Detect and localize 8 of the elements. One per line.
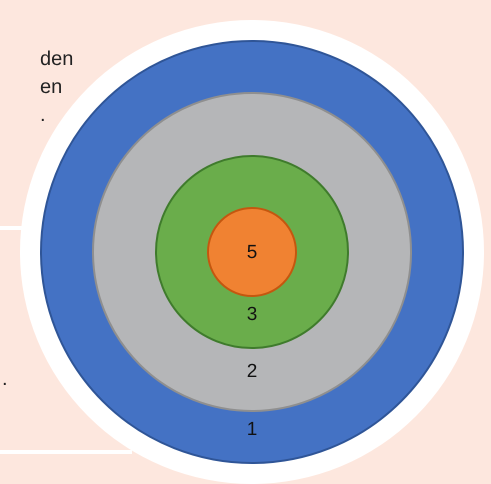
- ring-number: 5: [246, 241, 258, 265]
- ring-number: 2: [246, 360, 258, 384]
- text-fragment: den: [40, 47, 74, 71]
- text-fragment: .: [40, 103, 46, 127]
- text-fragment: en: [40, 75, 62, 99]
- ring-number: 3: [246, 303, 258, 327]
- ring-number: 1: [246, 418, 258, 442]
- text-fragment: .: [2, 367, 8, 391]
